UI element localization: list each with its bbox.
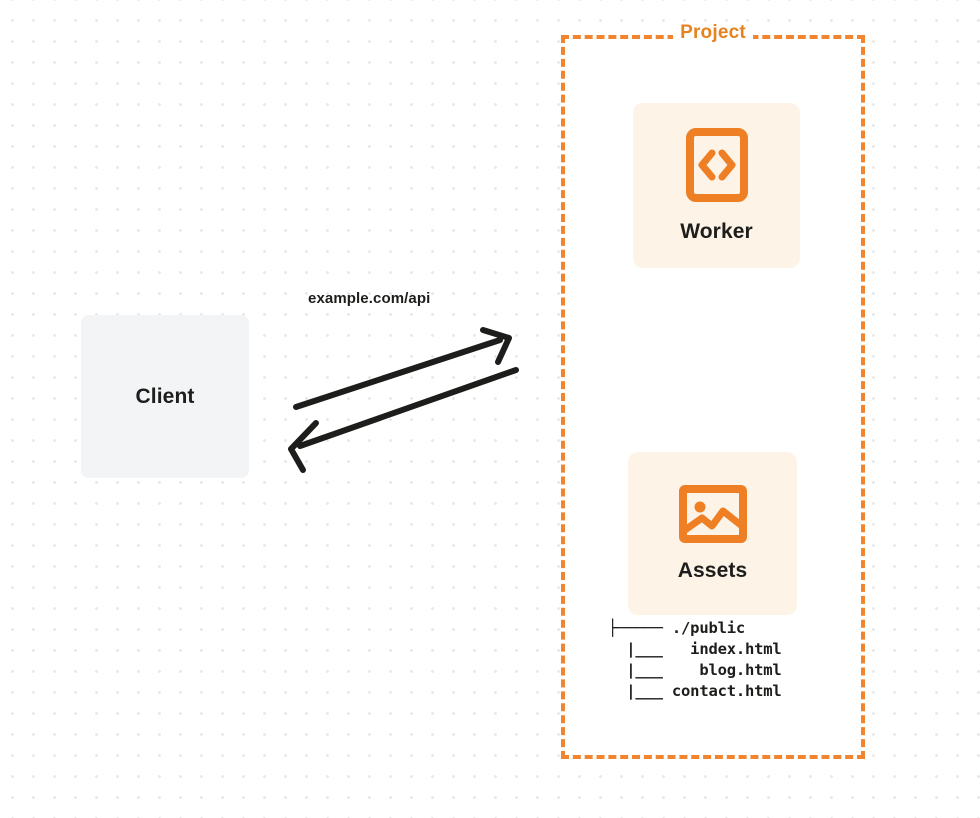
file-tree-row-blog: |___ blog.html [608, 661, 782, 679]
file-tree-row-contact: |___ contact.html [608, 682, 782, 700]
file-tree-row-index: |___ index.html [608, 640, 782, 658]
worker-card[interactable]: Worker [633, 103, 800, 268]
client-node-label: Client [135, 384, 195, 408]
assets-file-tree: ├───── ./public |___ index.html |___ blo… [608, 618, 782, 702]
image-picture-icon [678, 484, 747, 543]
assets-card-label: Assets [677, 558, 748, 582]
worker-card-label: Worker [680, 219, 753, 243]
file-tree-row-root: ├───── ./public [608, 619, 745, 637]
code-brackets-icon [685, 127, 748, 202]
client-node[interactable]: Client [81, 315, 249, 478]
assets-card[interactable]: Assets [628, 452, 797, 615]
connector-label: example.com/api [308, 290, 431, 307]
